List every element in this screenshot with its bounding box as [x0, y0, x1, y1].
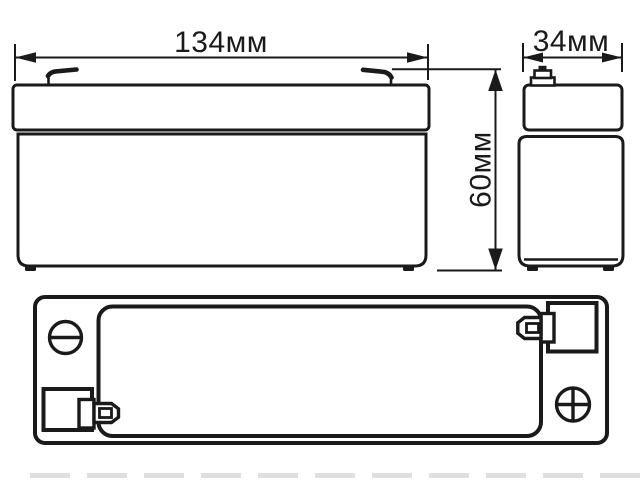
dimension-height: 60мм — [392, 68, 503, 272]
side-view — [517, 65, 625, 271]
top-view-outline — [33, 295, 609, 445]
side-view-terminal-tip — [538, 65, 547, 71]
front-view-left-terminal-tab — [45, 67, 79, 79]
side-view-terminal-body — [533, 69, 553, 80]
negative-terminal-hole — [98, 407, 113, 419]
arrowhead-up-icon — [488, 69, 503, 91]
front-view-left-foot — [25, 265, 36, 271]
arrowhead-down-icon — [488, 248, 503, 270]
front-view-case — [16, 132, 428, 268]
positive-terminal-neck — [539, 311, 556, 344]
side-view-case — [517, 135, 625, 268]
length-dimension-label: 134мм — [174, 26, 268, 59]
front-view-right-terminal-tab — [360, 67, 394, 80]
dimension-width: 34мм — [522, 25, 623, 72]
side-view-left-foot — [527, 265, 538, 271]
side-view-lid — [522, 83, 624, 132]
arrowhead-left-icon — [15, 52, 36, 63]
positive-terminal-block — [546, 301, 599, 354]
height-dimension-label: 60мм — [465, 131, 498, 208]
front-view-right-foot — [403, 265, 414, 271]
front-view — [11, 67, 431, 271]
top-view — [33, 295, 609, 445]
front-view-lid — [11, 83, 431, 132]
positive-terminal-hole — [525, 322, 540, 334]
top-view-cover-panel — [96, 304, 543, 438]
width-dimension-label: 34мм — [533, 25, 610, 58]
dimension-length: 134мм — [14, 26, 429, 81]
positive-terminal-icon — [554, 386, 592, 423]
arrowhead-right-icon — [407, 52, 428, 63]
negative-terminal-icon — [47, 319, 84, 356]
arrowhead-right-icon — [602, 52, 622, 63]
negative-terminal-neck — [77, 397, 96, 430]
arrowhead-left-icon — [523, 52, 543, 63]
side-view-right-foot — [603, 265, 614, 271]
